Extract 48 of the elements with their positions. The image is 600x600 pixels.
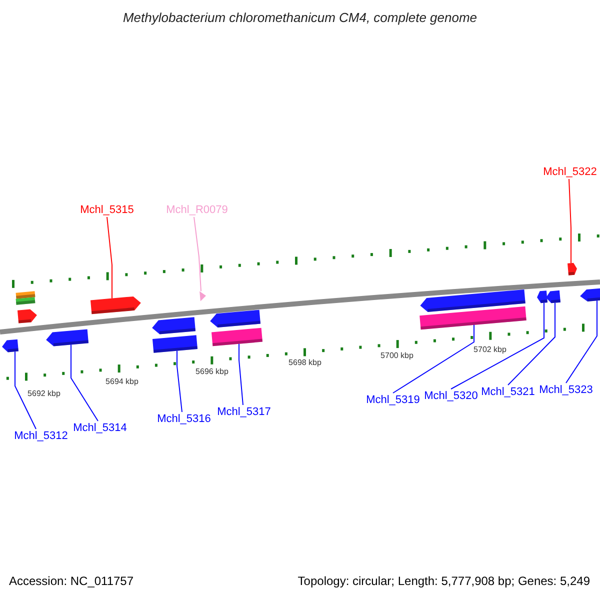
gene-label: Mchl_5314 bbox=[73, 421, 127, 435]
gene-feature bbox=[420, 289, 526, 312]
leader-line bbox=[508, 302, 556, 386]
gene-feature bbox=[537, 290, 548, 304]
gene-feature bbox=[17, 309, 37, 324]
gene-label: Mchl_5317 bbox=[217, 405, 271, 419]
leader-line bbox=[70, 344, 98, 422]
gene-label: Mchl_5323 bbox=[539, 383, 593, 397]
gene-label: Mchl_5312 bbox=[14, 429, 68, 443]
gene-feature bbox=[200, 291, 206, 302]
gene-label: Mchl_5322 bbox=[543, 165, 597, 179]
leader-line bbox=[450, 302, 544, 390]
gene-feature bbox=[16, 297, 36, 305]
gene-label: Mchl_5316 bbox=[157, 412, 211, 426]
leader-line bbox=[392, 324, 474, 394]
title: Methylobacterium chloromethanicum CM4, complete genome bbox=[122, 10, 478, 26]
gene-label: Mchl_5321 bbox=[481, 385, 535, 399]
gene-label: Mchl_5320 bbox=[424, 389, 478, 403]
gene-feature bbox=[580, 288, 600, 302]
leader-line bbox=[568, 178, 572, 264]
gene-feature bbox=[90, 296, 141, 314]
leader-line bbox=[566, 300, 598, 384]
gene-label: Mchl_R0079 bbox=[166, 203, 228, 217]
scale-label: 5702 kbp bbox=[474, 345, 506, 355]
gene-label: Mchl_5315 bbox=[80, 203, 134, 217]
leader-line bbox=[14, 351, 36, 430]
scale-label: 5698 kbp bbox=[288, 358, 322, 368]
gene-feature bbox=[210, 310, 261, 328]
gene-feature bbox=[2, 339, 18, 352]
genome-stats-text: Topology: circular; Length: 5,777,908 bp; Genes: 5,249 bbox=[298, 574, 590, 589]
leader-line bbox=[238, 343, 244, 406]
gene-feature bbox=[16, 291, 36, 299]
scale-label: 5700 kbp bbox=[380, 351, 414, 361]
scale-label: 5692 kbp bbox=[28, 389, 60, 399]
gene-label: Mchl_5319 bbox=[366, 393, 420, 407]
scale-label: 5696 kbp bbox=[196, 367, 228, 377]
scale-label: 5694 kbp bbox=[106, 377, 138, 387]
gene-feature bbox=[152, 335, 198, 353]
gene-feature bbox=[46, 329, 89, 346]
accession-text: Accession: NC_011757 bbox=[9, 574, 134, 589]
gene-feature bbox=[546, 290, 560, 304]
gene-feature bbox=[420, 306, 526, 330]
leader-line bbox=[106, 216, 112, 299]
gene-feature bbox=[568, 262, 577, 276]
gene-feature bbox=[211, 328, 263, 346]
leader-line bbox=[176, 350, 182, 412]
leader-line bbox=[194, 216, 202, 292]
gene-feature bbox=[152, 317, 196, 334]
